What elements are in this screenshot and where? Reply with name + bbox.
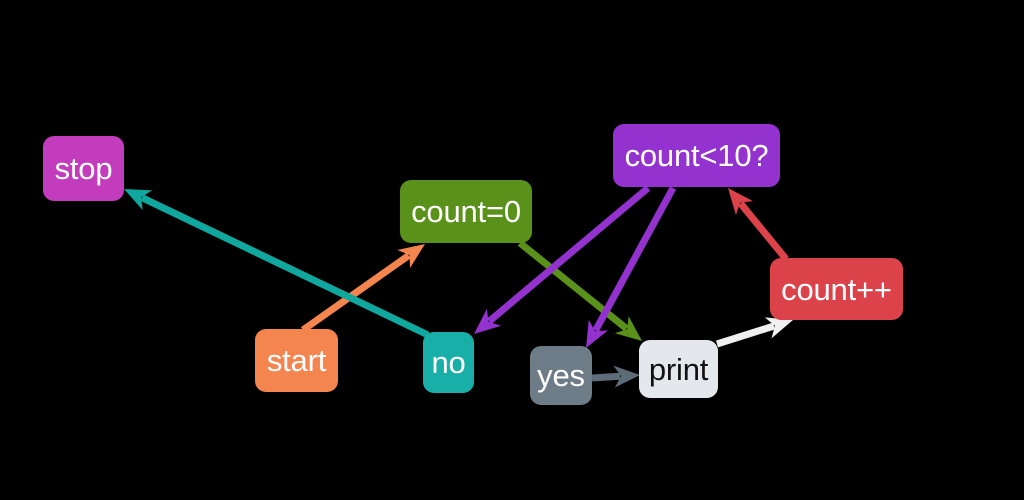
node-stop[interactable]: stop [43,136,124,201]
node-label-start: start [266,343,327,378]
node-label-count0: count=0 [411,194,521,229]
node-label-no: no [431,345,466,380]
node-label-countpp: count++ [781,271,892,307]
node-start[interactable]: start [255,329,338,392]
arrowhead-icon [728,188,753,216]
node-label-yes: yes [537,358,585,393]
edge-start-to-count0 [300,244,425,333]
arrowhead-icon [474,308,501,334]
node-no[interactable]: no [423,332,474,393]
edge-line [140,194,430,339]
node-print[interactable]: print [639,340,718,398]
node-count0[interactable]: count=0 [400,180,532,243]
edge-count0-to-print [517,240,642,341]
arrowhead-icon [614,316,642,341]
node-label-print: print [648,351,709,387]
arrowhead-icon [124,189,153,211]
edge-yes-to-print [591,365,640,388]
edge-line [715,322,775,348]
edge-line [592,186,677,333]
edge-countpp-to-cond [728,188,789,262]
edge-cond-to-yes [586,186,677,348]
node-countpp[interactable]: count++ [770,258,903,320]
arrowhead-icon [586,319,609,348]
edge-line [517,240,629,332]
arrowhead-icon [613,365,640,388]
arrowhead-icon [764,317,793,339]
edge-line [300,252,411,333]
arrowhead-icon [397,244,425,268]
edge-no-to-stop [124,189,430,339]
node-yes[interactable]: yes [530,346,592,405]
edge-line [737,201,789,262]
node-cond[interactable]: count<10? [613,124,780,187]
edge-line [591,372,621,382]
node-label-cond: count<10? [624,138,769,173]
node-label-stop: stop [54,151,113,186]
edge-print-to-countpp [715,317,793,348]
